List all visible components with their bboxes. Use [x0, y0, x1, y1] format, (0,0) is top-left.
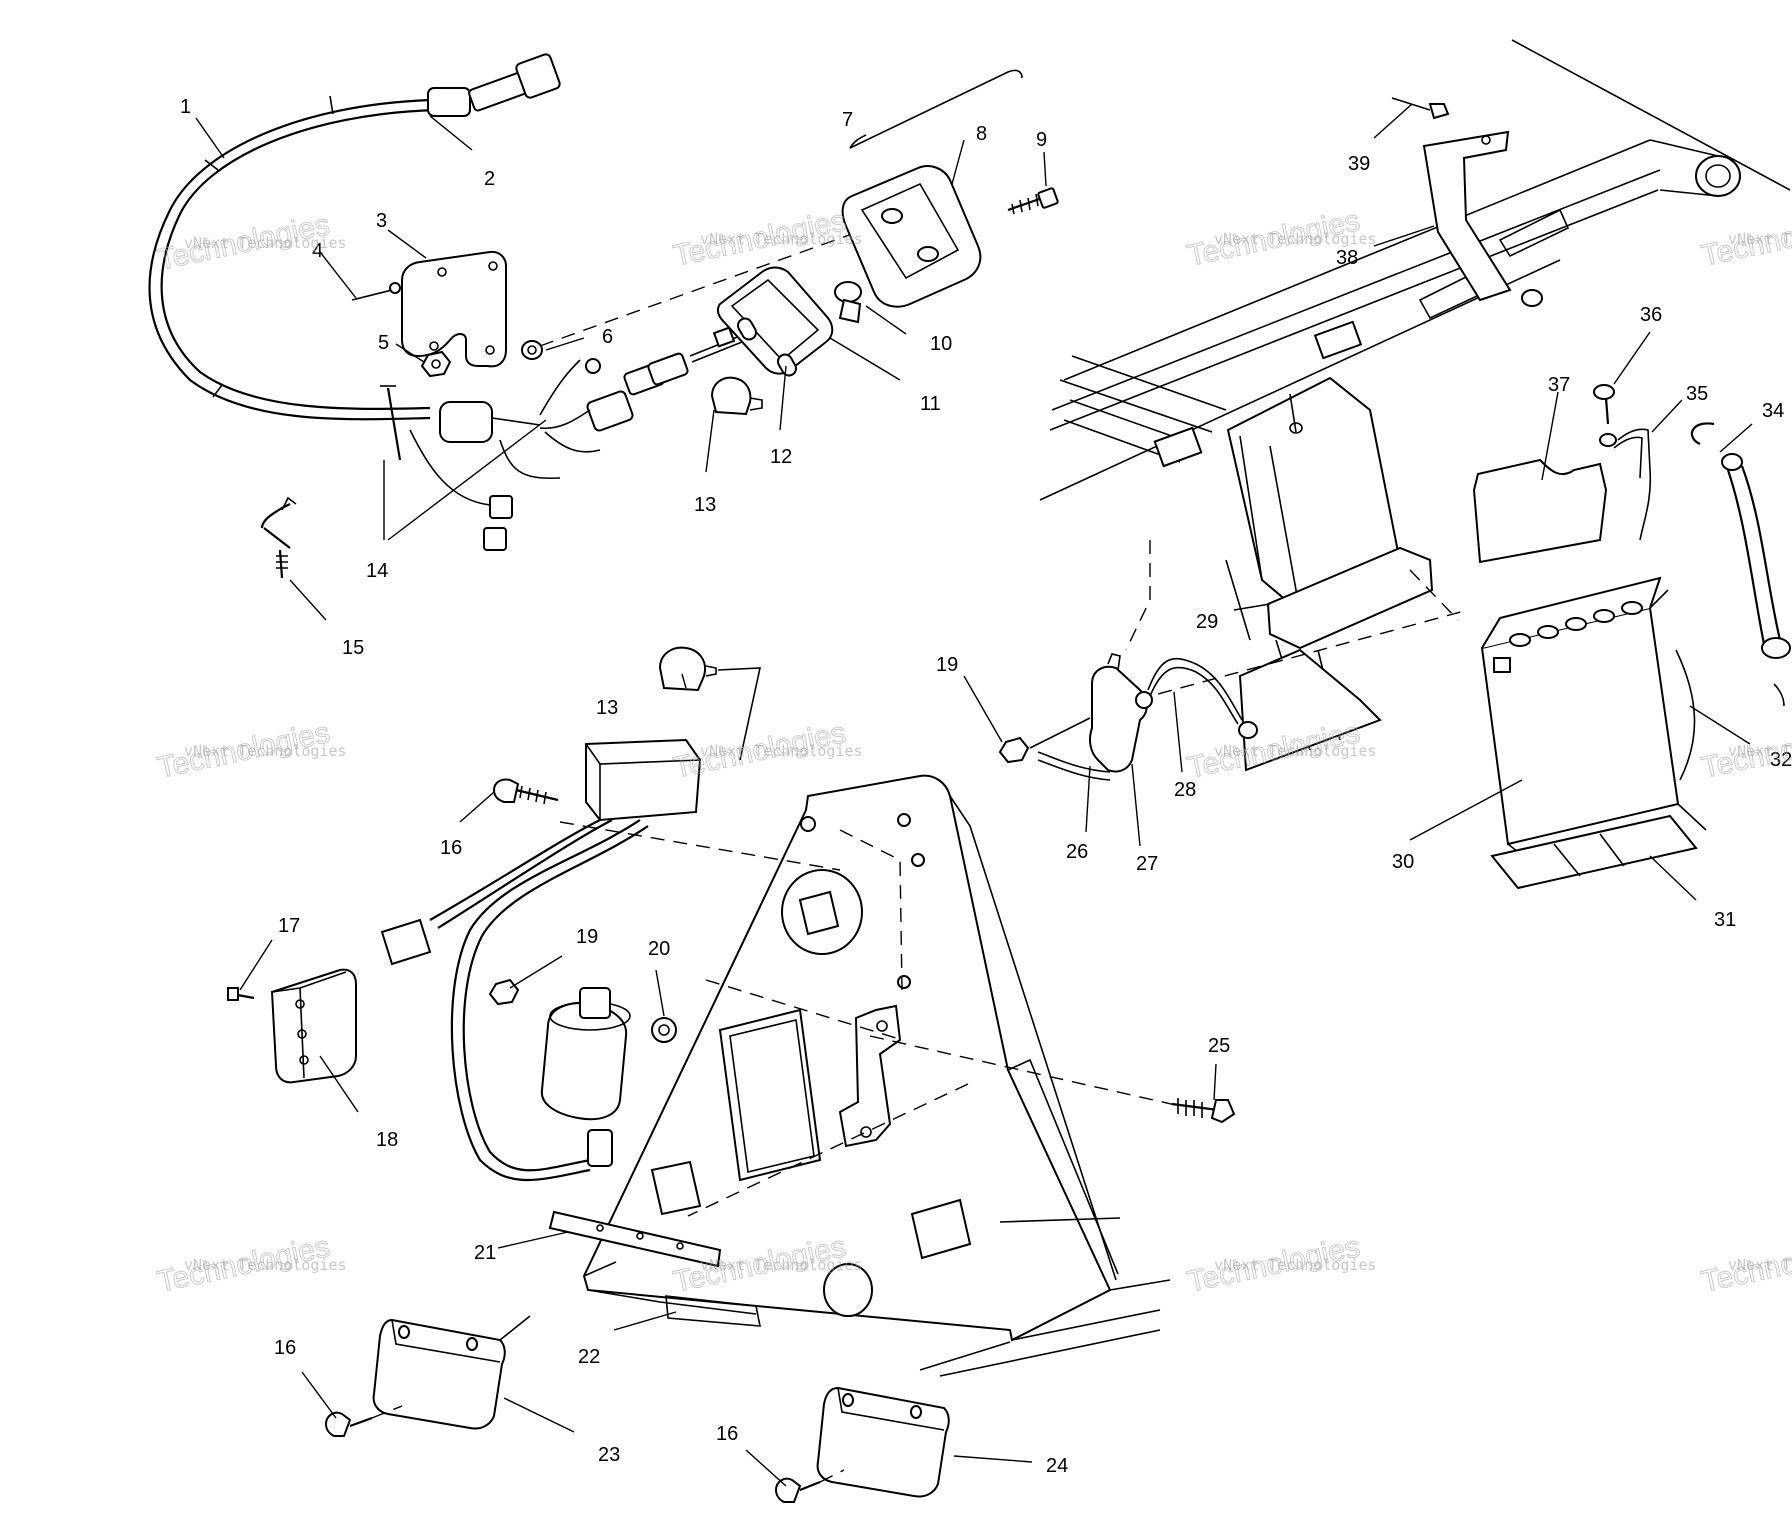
callout-19-b: 19	[936, 654, 958, 676]
nut-19a	[488, 978, 520, 1006]
callout-32: 32	[1770, 749, 1792, 771]
svg-text:vNext Technologies: vNext Technologies	[1214, 230, 1377, 248]
callout-25: 25	[1208, 1035, 1230, 1057]
electrical-panel-group	[227, 646, 1236, 1503]
callout-16-b: 16	[274, 1337, 296, 1359]
clip-13-top	[710, 376, 763, 416]
callout-10: 10	[930, 333, 952, 355]
callout-30: 30	[1392, 851, 1414, 873]
washer-6	[521, 340, 543, 360]
electrical-panel	[582, 774, 1112, 1342]
bolt-25	[1171, 1098, 1236, 1124]
cdi-box	[380, 738, 702, 1182]
svg-text:vNext Technologies: vNext Technologies	[184, 742, 347, 760]
callout-13-bottom: 13	[596, 697, 618, 719]
callout-36: 36	[1640, 304, 1662, 326]
callout-15: 15	[342, 637, 364, 659]
battery-cover-37	[1472, 458, 1608, 564]
callout-37: 37	[1548, 374, 1570, 396]
tail-light-lens	[841, 165, 982, 308]
svg-text:vNext Technologies: vNext Technologies	[184, 1256, 347, 1274]
svg-text:vNext Technologies: vNext Technologies	[700, 742, 863, 760]
callout-17: 17	[278, 915, 300, 937]
callout-1: 1	[180, 96, 191, 118]
bolt-16a	[492, 778, 559, 805]
screw-9	[1007, 187, 1059, 215]
callout-22: 22	[578, 1346, 600, 1368]
svg-text:vNext Technologies: vNext Technologies	[1728, 230, 1792, 248]
strap-34	[1690, 422, 1791, 659]
battery-30	[1480, 576, 1707, 869]
svg-text:vNext Technologies: vNext Technologies	[700, 1256, 863, 1274]
callout-29: 29	[1196, 611, 1218, 633]
callout-2: 2	[484, 168, 495, 190]
callout-27: 27	[1136, 853, 1158, 875]
callout-18: 18	[376, 1129, 398, 1151]
callout-13-top: 13	[694, 494, 716, 516]
wiring-harness-cable	[148, 98, 431, 421]
callout-16-a: 16	[440, 837, 462, 859]
callout-39: 39	[1348, 153, 1370, 175]
callout-31: 31	[1714, 909, 1736, 931]
bolt-16b	[324, 1405, 403, 1437]
fastener-15	[260, 496, 297, 579]
svg-text:vNext Technologies: vNext Technologies	[184, 234, 347, 252]
mounting-strip-21	[548, 1210, 722, 1268]
lamp-socket	[623, 326, 763, 396]
svg-text:vNext Technologies: vNext Technologies	[1728, 742, 1792, 760]
bulb-10	[834, 281, 862, 324]
mounting-plate	[401, 250, 507, 368]
callout-11: 11	[920, 393, 941, 415]
nut-19b	[998, 736, 1030, 764]
callout-35: 35	[1686, 383, 1708, 405]
callout-5: 5	[378, 332, 389, 354]
callout-26: 26	[1066, 841, 1088, 863]
bracket-38	[1422, 130, 1543, 307]
nut-5	[420, 350, 452, 378]
frame-battery-group	[1039, 39, 1791, 890]
battery-box-29	[1225, 376, 1434, 772]
tail-light-housing-base	[716, 266, 834, 377]
callout-38: 38	[1336, 247, 1358, 269]
callout-8: 8	[976, 123, 987, 145]
svg-text:vNext Technologies: vNext Technologies	[1214, 742, 1377, 760]
callout-4: 4	[312, 240, 323, 262]
svg-text:vNext Technologies: vNext Technologies	[1214, 1256, 1377, 1274]
mount-block-24	[816, 1386, 950, 1498]
callout-leaders	[195, 103, 1753, 1487]
callout-3: 3	[376, 210, 387, 232]
callout-6: 6	[602, 326, 613, 348]
ignition-coil	[540, 987, 631, 1121]
callout-28: 28	[1174, 779, 1196, 801]
callout-9: 9	[1036, 129, 1047, 151]
svg-text:vNext Technologies: vNext Technologies	[1728, 1256, 1792, 1274]
terminal-block-18	[270, 968, 357, 1084]
callout-7: 7	[842, 109, 853, 131]
mount-block-23	[372, 1315, 531, 1430]
callout-23: 23	[598, 1444, 620, 1466]
callout-12: 12	[770, 446, 792, 468]
callout-14: 14	[366, 560, 388, 582]
callout-34: 34	[1762, 400, 1784, 422]
bolt-16c	[774, 1469, 845, 1503]
callout-19-a: 19	[576, 926, 598, 948]
screw-17	[227, 987, 255, 1001]
callout-20: 20	[648, 938, 670, 960]
clip-13-bottom	[658, 646, 762, 761]
svg-text:vNext Technologies: vNext Technologies	[700, 230, 863, 248]
bracket-27	[1089, 665, 1148, 773]
callout-24: 24	[1046, 1455, 1068, 1477]
coil-wire-group	[998, 653, 1258, 781]
callout-labels: 1 2 3 4 5 6 7 8 9 10 11 12 13 14 15 13 1…	[180, 96, 1792, 1477]
harness-plug	[439, 358, 634, 480]
battery-pad-31	[1490, 814, 1698, 890]
callout-21: 21	[474, 1242, 496, 1264]
tail-light-harness-group	[148, 53, 1059, 579]
star-washer-20	[651, 1017, 677, 1043]
screw-4	[351, 282, 401, 301]
callout-16-c: 16	[716, 1423, 738, 1445]
screw-36	[1593, 384, 1617, 447]
harness-connector	[427, 53, 561, 117]
